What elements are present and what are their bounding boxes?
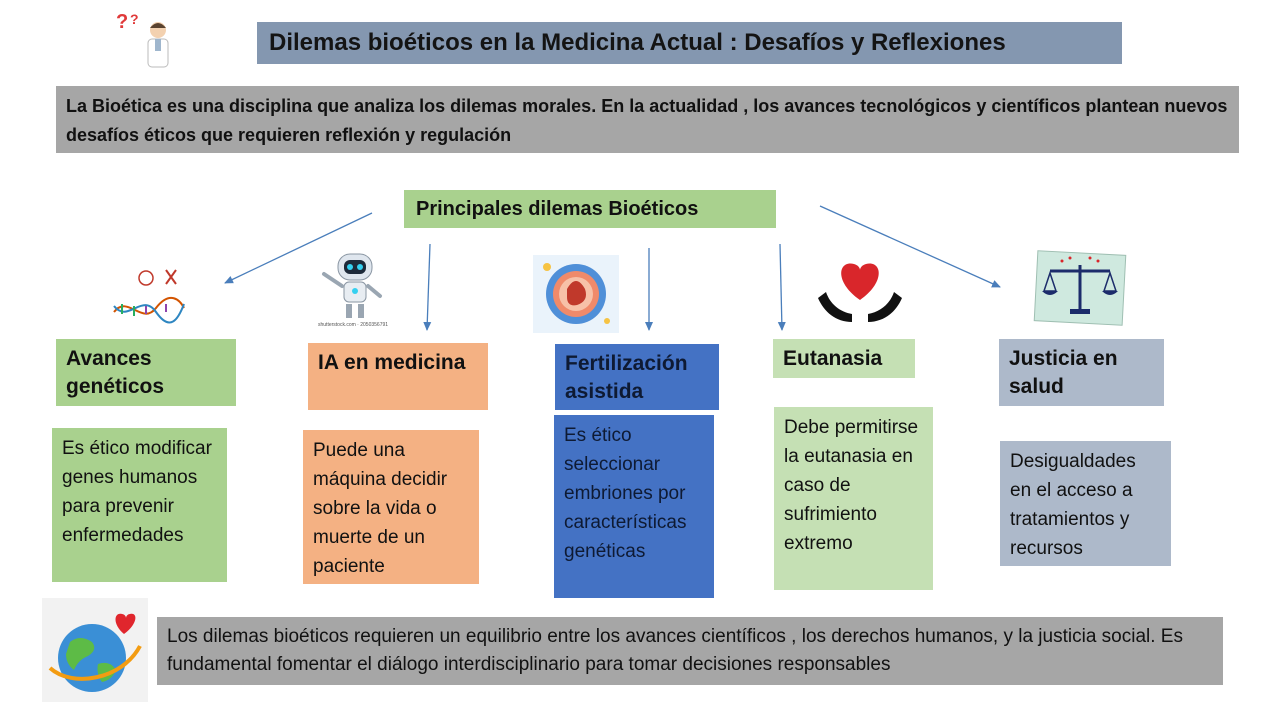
dna-chromosome-icon	[108, 264, 190, 324]
page-title: Dilemas bioéticos en la Medicina Actual …	[257, 22, 1122, 64]
robot-icon: shutterstock.com · 2050356791	[314, 250, 396, 330]
arrow-to-euthanasia	[777, 243, 786, 331]
question-mark-glyph: ?	[116, 11, 128, 33]
closing-text: Los dilemas bioéticos requieren un equil…	[157, 617, 1223, 685]
category-desc-fertilization: Es ético seleccionar embriones por carac…	[554, 415, 714, 598]
question-mark-glyph: ?	[130, 11, 139, 27]
category-desc-genetics: Es ético modificar genes humanos para pr…	[52, 428, 227, 582]
intro-text: La Bioética es una disciplina que analiz…	[56, 86, 1239, 153]
balance-scale-icon	[1032, 249, 1128, 327]
category-desc-ia: Puede una máquina decidir sobre la vida …	[303, 430, 479, 584]
category-title-genetics: Avances genéticos	[56, 339, 236, 406]
doctor-question-icon: ? ?	[108, 6, 178, 72]
embryo-icon	[533, 255, 619, 333]
category-title-fertilization: Fertilización asistida	[555, 344, 719, 410]
category-desc-justice: Desigualdades en el acceso a tratamiento…	[1000, 441, 1171, 566]
category-title-ia: IA en medicina	[308, 343, 488, 410]
arrow-to-genetics	[224, 212, 373, 284]
hub-title: Principales dilemas Bioéticos	[404, 190, 776, 228]
category-title-justice: Justicia en salud	[999, 339, 1164, 406]
globe-heart-icon	[42, 598, 148, 702]
image-caption: shutterstock.com · 2050356791	[318, 322, 389, 328]
arrow-to-ia	[423, 243, 432, 331]
category-title-euthanasia: Eutanasia	[773, 339, 915, 378]
heart-in-hands-icon	[814, 256, 906, 328]
category-desc-euthanasia: Debe permitirse la eutanasia en caso de …	[774, 407, 933, 590]
arrow-to-justice	[819, 205, 1001, 288]
